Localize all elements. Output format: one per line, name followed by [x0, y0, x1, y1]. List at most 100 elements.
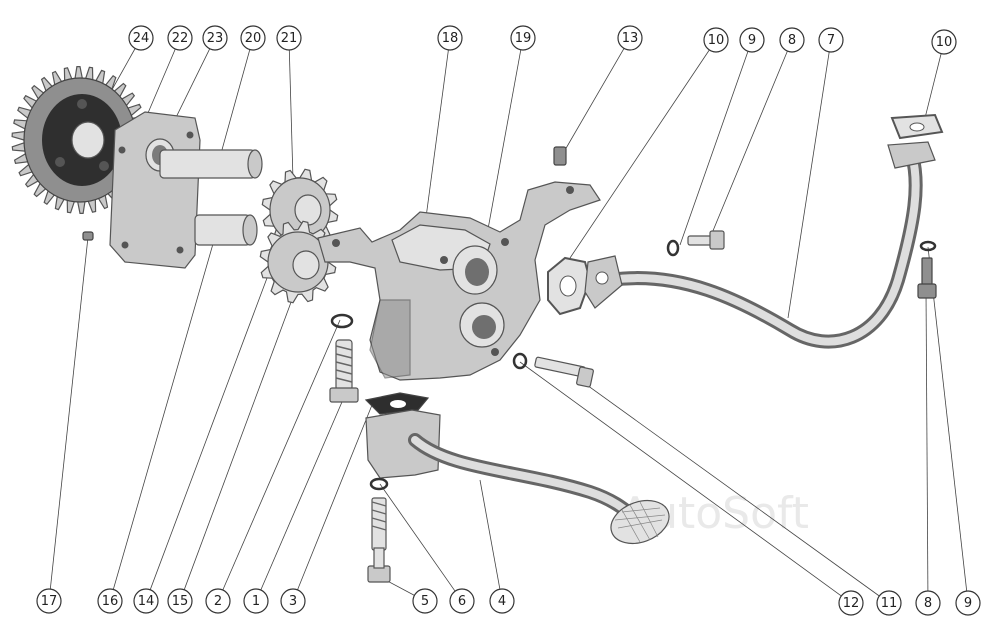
callout-label: 18 [442, 31, 459, 46]
callout-label: 16 [102, 594, 119, 609]
callout-label: 22 [172, 31, 189, 46]
callout-c3: 3 [280, 588, 306, 614]
leader-line-c3 [297, 404, 373, 591]
spring-washer-b [919, 240, 937, 252]
spring-washer-e [369, 477, 389, 491]
callout-label: 6 [458, 594, 466, 609]
callout-c12: 12 [838, 590, 864, 616]
top-gasket [890, 113, 944, 140]
callout-label: 15 [172, 594, 189, 609]
callout-label: 14 [138, 594, 155, 609]
leader-line-c10a [569, 49, 710, 259]
callout-c16: 16 [97, 588, 123, 614]
callout-label: 13 [622, 31, 639, 46]
leader-line-c8a [709, 50, 788, 239]
callout-label: 11 [881, 596, 898, 611]
callout-c9b: 9 [955, 590, 981, 616]
leader-line-c12 [519, 361, 842, 597]
callout-c11: 11 [876, 590, 902, 616]
callout-label: 23 [207, 31, 224, 46]
callout-label: 8 [924, 596, 932, 611]
leader-lines [49, 48, 968, 597]
callout-label: 24 [133, 31, 150, 46]
small-pin [82, 231, 94, 241]
callout-c22: 22 [167, 25, 193, 51]
callout-label: 10 [936, 35, 953, 50]
callout-c13: 13 [617, 25, 643, 51]
callout-c9a: 9 [739, 27, 765, 53]
outlet-gasket [547, 256, 592, 316]
leader-line-c21 [288, 49, 294, 181]
leader-line-c16 [112, 229, 218, 590]
driven-shaft [194, 214, 258, 246]
driven-pump-gear [259, 220, 337, 304]
leader-line-c4 [479, 479, 501, 590]
pump-body [317, 181, 601, 381]
callout-c20: 20 [240, 25, 266, 51]
callout-label: 19 [515, 31, 532, 46]
leader-line-c1 [260, 394, 346, 591]
callout-label: 5 [421, 594, 429, 609]
callout-c14: 14 [133, 588, 159, 614]
leader-line-c14 [149, 229, 286, 590]
callout-c6: 6 [449, 588, 475, 614]
leader-line-c15 [183, 269, 304, 590]
leader-line-c17 [49, 236, 89, 590]
intake-gasket [364, 392, 430, 415]
callout-c7: 7 [818, 27, 844, 53]
callout-label: 9 [748, 33, 756, 48]
callout-c10b: 10 [931, 29, 957, 55]
callout-c4: 4 [489, 588, 515, 614]
outlet-pipe [584, 141, 936, 349]
callout-label: 21 [281, 31, 298, 46]
callout-c10a: 10 [703, 27, 729, 53]
callout-c5: 5 [412, 588, 438, 614]
callout-label: 3 [289, 594, 297, 609]
pump-cover-plate [109, 111, 201, 269]
callout-label: 1 [252, 594, 260, 609]
callout-label: 17 [41, 594, 58, 609]
leader-line-c10b [924, 53, 942, 119]
drive-gear [11, 66, 149, 214]
intake-bolt [367, 497, 391, 583]
leader-line-c2 [222, 319, 341, 591]
callout-c8a: 8 [779, 27, 805, 53]
leader-line-c8b [925, 289, 929, 592]
spring-washer-d [330, 313, 354, 329]
callout-label: 20 [245, 31, 262, 46]
spring-washer-a [666, 239, 680, 257]
bolt-a [687, 230, 725, 250]
callout-c23: 23 [202, 25, 228, 51]
spring-washer-c [512, 352, 528, 370]
oil-intake-pipe [365, 409, 670, 545]
long-bolt [534, 356, 594, 388]
callout-label: 2 [214, 594, 222, 609]
leader-line-c18 [424, 49, 449, 226]
bolt-b [917, 257, 937, 299]
callout-c17: 17 [36, 588, 62, 614]
callout-c19: 19 [510, 25, 536, 51]
callout-c1: 1 [243, 588, 269, 614]
callout-label: 10 [708, 33, 725, 48]
callout-label: 8 [788, 33, 796, 48]
callout-c18: 18 [437, 25, 463, 51]
callout-label: 9 [964, 596, 972, 611]
leader-line-c7 [787, 51, 830, 319]
callout-c24: 24 [128, 25, 154, 51]
callout-label: 4 [498, 594, 506, 609]
callout-c15: 15 [167, 588, 193, 614]
leader-line-c9b [927, 246, 968, 592]
callout-label: 12 [843, 596, 860, 611]
relief-valve-spring [329, 339, 359, 403]
leader-line-c13 [564, 48, 625, 151]
callout-c21: 21 [276, 25, 302, 51]
drive-shaft [159, 149, 263, 179]
callout-c2: 2 [205, 588, 231, 614]
callout-label: 7 [827, 33, 835, 48]
callout-c8b: 8 [915, 590, 941, 616]
dowel-pin [553, 146, 567, 166]
leader-line-c6 [379, 483, 456, 592]
leader-line-c9a [679, 51, 749, 246]
